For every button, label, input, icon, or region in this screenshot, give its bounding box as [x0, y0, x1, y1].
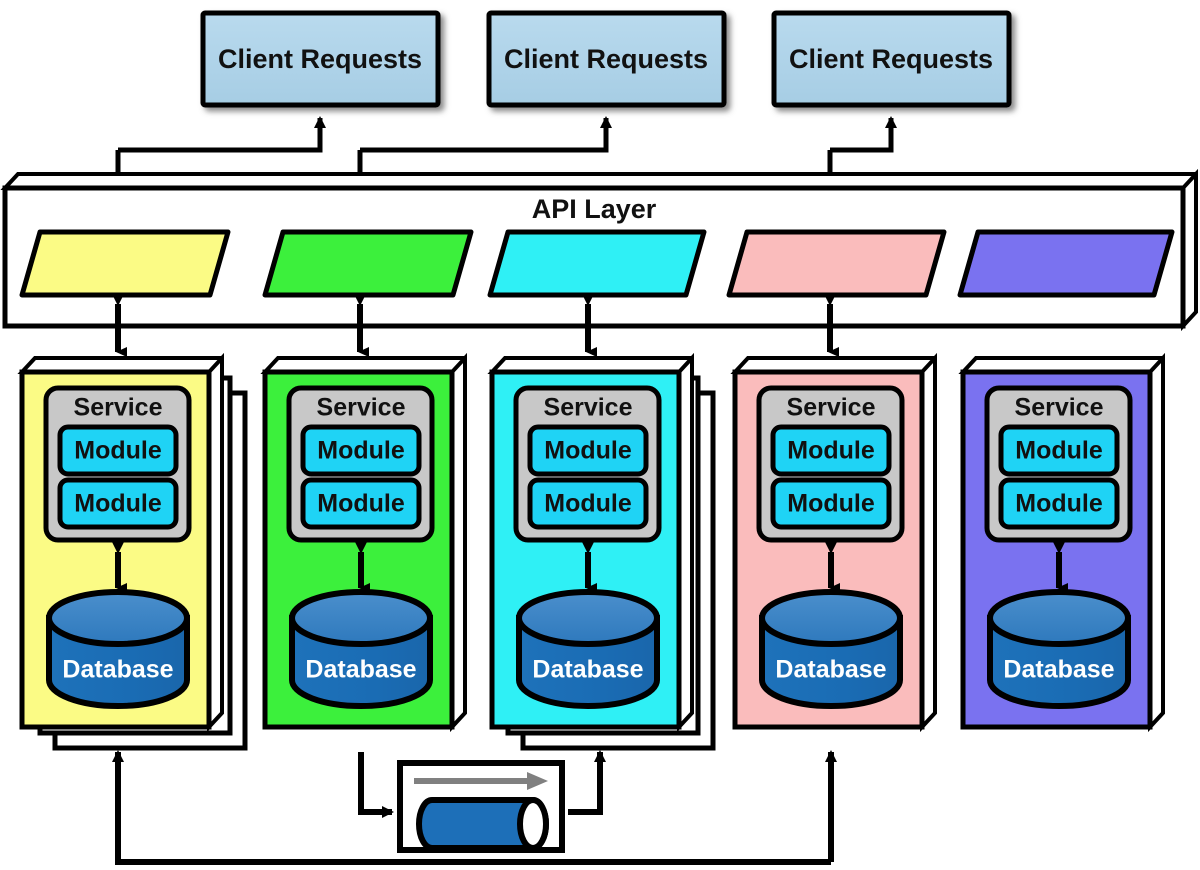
- client-box-label: Client Requests: [218, 44, 422, 74]
- module-box-2[interactable]: [57, 477, 179, 530]
- api-endpoints: [19, 229, 1175, 298]
- client-request-box-1[interactable]: Client Requests: [200, 10, 441, 108]
- db-label: Database: [532, 656, 643, 684]
- api-layer[interactable]: API Layer: [0, 168, 1198, 332]
- module-box-1[interactable]: [57, 424, 179, 477]
- service-card-purple[interactable]: Service Module Module Database: [958, 352, 1165, 733]
- module-box-2[interactable]: [300, 477, 422, 530]
- service-label: Service: [74, 394, 163, 422]
- module-label-1: Module: [1015, 437, 1103, 465]
- endpoint-yellow[interactable]: [19, 229, 231, 298]
- bottom-connectors: [112, 750, 837, 865]
- module-label-1: Module: [317, 437, 405, 465]
- module-box-1[interactable]: [300, 424, 422, 477]
- endpoint-purple[interactable]: [957, 229, 1175, 298]
- module-label-1: Module: [544, 437, 632, 465]
- db-label: Database: [305, 656, 416, 684]
- module-box-2[interactable]: [527, 477, 649, 530]
- client-request-box-2[interactable]: Client Requests: [486, 10, 727, 108]
- endpoint-pink[interactable]: [726, 229, 947, 298]
- module-box-2[interactable]: [998, 477, 1120, 530]
- api-layer-label: API Layer: [532, 194, 657, 224]
- module-label-2: Module: [74, 490, 162, 518]
- api-service-connectors: [112, 294, 839, 357]
- module-label-2: Module: [1015, 490, 1103, 518]
- service-card-pink[interactable]: Service Module Module Database: [730, 352, 937, 733]
- module-label-1: Module: [74, 437, 162, 465]
- service-label: Service: [317, 394, 406, 422]
- client-box-rect[interactable]: [771, 10, 1012, 108]
- service-label: Service: [787, 394, 876, 422]
- db-label: Database: [62, 656, 173, 684]
- connector-client3-up: [830, 116, 897, 153]
- module-box-1[interactable]: [527, 424, 649, 477]
- db-top: [987, 589, 1131, 647]
- service-card-yellow[interactable]: Service Module Module Database: [17, 352, 248, 751]
- connector-client2-up: [360, 116, 612, 153]
- database-cylinder[interactable]: Database: [759, 589, 903, 709]
- module-label-2: Module: [317, 490, 405, 518]
- client-box-label: Client Requests: [789, 44, 993, 74]
- module-box-1[interactable]: [770, 424, 892, 477]
- database-cylinder[interactable]: Database: [46, 589, 190, 709]
- client-box-rect[interactable]: [486, 10, 727, 108]
- database-cylinder[interactable]: Database: [987, 589, 1131, 709]
- db-top: [289, 589, 433, 647]
- service-card-green[interactable]: Service Module Module Database: [260, 352, 467, 733]
- service-card-cyan[interactable]: Service Module Module Database: [487, 352, 716, 751]
- client-requests-group: Client Requests Client Requests Client R…: [200, 10, 1012, 108]
- connector-green-to-queue: [358, 752, 394, 818]
- database-cylinder[interactable]: Database: [516, 589, 660, 709]
- client-box-rect[interactable]: [200, 10, 441, 108]
- module-box-1[interactable]: [998, 424, 1120, 477]
- module-label-2: Module: [787, 490, 875, 518]
- connector-client1-up: [118, 116, 326, 153]
- queue-flow-arrow-icon: [414, 772, 548, 790]
- db-top: [46, 589, 190, 647]
- module-label-1: Module: [787, 437, 875, 465]
- db-label: Database: [775, 656, 886, 684]
- endpoint-cyan[interactable]: [487, 229, 707, 298]
- db-top: [759, 589, 903, 647]
- endpoint-green[interactable]: [262, 229, 474, 298]
- client-request-box-3[interactable]: Client Requests: [771, 10, 1012, 108]
- module-box-2[interactable]: [770, 477, 892, 530]
- service-label: Service: [544, 394, 633, 422]
- queue-cylinder-icon: [416, 796, 549, 852]
- connector-pink-to-yellow: [112, 750, 831, 865]
- db-label: Database: [1003, 656, 1114, 684]
- connector-queue-to-cyan: [568, 750, 606, 815]
- message-queue[interactable]: [397, 760, 565, 853]
- db-top: [516, 589, 660, 647]
- module-label-2: Module: [544, 490, 632, 518]
- client-box-label: Client Requests: [504, 44, 708, 74]
- service-label: Service: [1015, 394, 1104, 422]
- database-cylinder[interactable]: Database: [289, 589, 433, 709]
